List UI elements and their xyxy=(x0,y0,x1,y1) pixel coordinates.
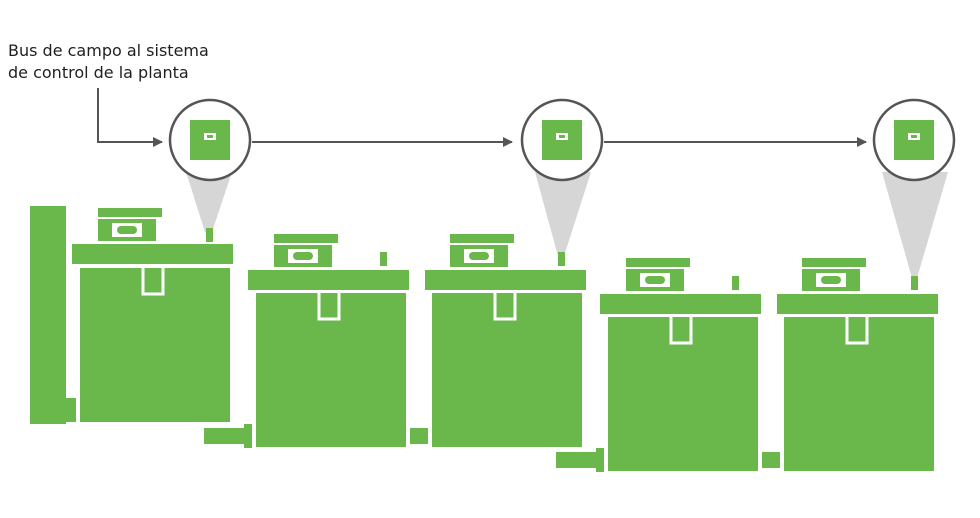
unit-2 xyxy=(204,234,409,448)
unit-4 xyxy=(556,258,761,472)
unit-body xyxy=(256,293,406,447)
unit-sensor-pin xyxy=(380,252,387,266)
unit-top-module xyxy=(274,234,338,243)
unit-inlet-pipe xyxy=(204,428,244,444)
unit-top-module-display xyxy=(117,226,137,234)
unit-handle xyxy=(141,268,165,296)
unit-top-module xyxy=(626,258,690,267)
unit-lid xyxy=(777,294,938,314)
unit-body xyxy=(608,317,758,471)
unit-body xyxy=(784,317,934,471)
unit-3 xyxy=(410,234,586,447)
bus-device-1 xyxy=(168,98,252,182)
unit-handle xyxy=(669,317,693,345)
unit-1 xyxy=(72,208,233,422)
unit-5 xyxy=(762,258,938,471)
unit-sensor-pin xyxy=(558,252,565,266)
zoom-cones xyxy=(186,172,948,278)
zoom-cone-3 xyxy=(882,172,948,278)
unit-top-module-display xyxy=(821,276,841,284)
unit-inlet-pipe xyxy=(762,452,780,468)
fieldbus-line xyxy=(97,88,867,147)
unit-body xyxy=(80,268,230,422)
unit-lid xyxy=(425,270,586,290)
unit-top-module-display xyxy=(645,276,665,284)
unit-sensor-pin xyxy=(911,276,918,290)
unit-top-module-display xyxy=(469,252,489,260)
unit-body xyxy=(432,293,582,447)
unit-top-module xyxy=(802,258,866,267)
unit-inlet-pipe-flange xyxy=(596,448,604,472)
unit-lid xyxy=(248,270,409,290)
left-wall xyxy=(30,206,66,424)
unit-lid xyxy=(600,294,761,314)
bus-caption-line-2: de control de la planta xyxy=(8,63,189,82)
module-icon-detail xyxy=(911,135,917,138)
bus-caption-line-1: Bus de campo al sistema xyxy=(8,41,209,60)
unit-inlet-pipe xyxy=(556,452,596,468)
bus-entry-connector xyxy=(97,88,163,147)
unit-top-module-display xyxy=(293,252,313,260)
unit-inlet-pipe xyxy=(410,428,428,444)
unit-lid xyxy=(72,244,233,264)
unit-sensor-pin xyxy=(732,276,739,290)
module-icon-detail xyxy=(559,135,565,138)
bus-caption: Bus de campo al sistema de control de la… xyxy=(8,40,209,84)
left-wall-fitting xyxy=(66,398,76,422)
unit-top-module xyxy=(98,208,162,217)
bus-device-2 xyxy=(520,98,604,182)
unit-handle xyxy=(493,293,517,321)
unit-inlet-pipe-flange xyxy=(244,424,252,448)
unit-handle xyxy=(317,293,341,321)
unit-top-module xyxy=(450,234,514,243)
zoom-cone-2 xyxy=(535,172,591,256)
module-icon-detail xyxy=(207,135,213,138)
unit-sensor-pin xyxy=(206,228,213,242)
zoom-cone-1 xyxy=(186,172,232,232)
bus-device-3 xyxy=(872,98,956,182)
unit-handle xyxy=(845,317,869,345)
